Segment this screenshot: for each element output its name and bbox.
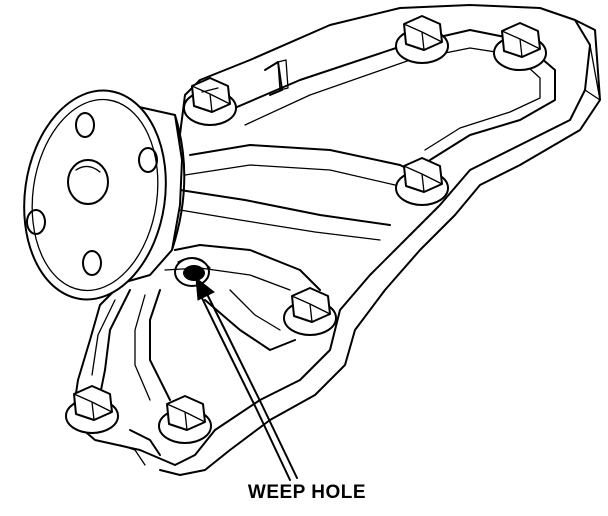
bolt-head bbox=[395, 15, 449, 64]
center-bore bbox=[67, 159, 109, 205]
bolt-head bbox=[65, 385, 119, 434]
bolts bbox=[65, 15, 547, 444]
bolt-head bbox=[493, 22, 547, 71]
bolt-head bbox=[158, 395, 212, 444]
flange-hole bbox=[75, 112, 95, 138]
arrow-head-icon bbox=[195, 276, 215, 301]
bolt-head bbox=[183, 77, 237, 126]
flange-hole bbox=[82, 250, 102, 276]
weep-hole bbox=[174, 257, 211, 287]
flange-hole bbox=[138, 147, 158, 173]
pulley-flange bbox=[23, 89, 186, 301]
bolt-head bbox=[395, 157, 449, 206]
flange-hole bbox=[26, 209, 46, 235]
bolt-head bbox=[283, 287, 337, 336]
callout-leader bbox=[195, 276, 298, 481]
bolt-head bbox=[277, 59, 289, 91]
weep-hole-label: WEEP HOLE bbox=[247, 482, 367, 503]
